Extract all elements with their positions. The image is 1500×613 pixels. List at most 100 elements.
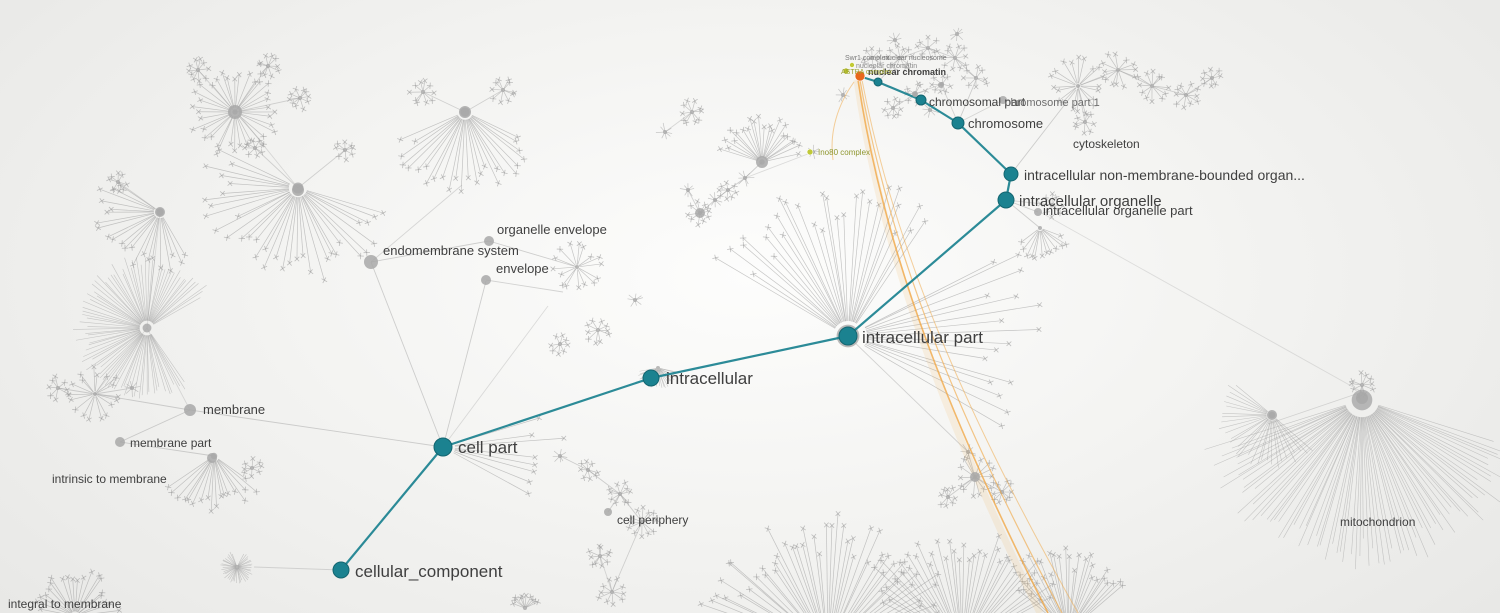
go-edge (899, 47, 929, 59)
go-term-label[interactable]: endomembrane system (383, 243, 519, 258)
go-hub-node[interactable] (695, 208, 705, 218)
go-term-label[interactable]: Swr1 complex (845, 55, 889, 62)
go-edge (239, 115, 299, 189)
go-edge (146, 211, 161, 329)
go-term-node[interactable] (1003, 166, 1019, 182)
go-term-label[interactable]: ASTRA complex (841, 69, 892, 76)
go-hub-node[interactable] (481, 275, 491, 285)
go-term-cluster (242, 137, 266, 159)
go-term-cluster (937, 484, 959, 509)
go-term-label[interactable]: mitochondrion (1340, 515, 1415, 529)
go-edge (974, 476, 1003, 493)
go-term-label[interactable]: intracellular organelle part (1043, 203, 1193, 218)
go-term-label[interactable]: intracellular non-membrane-bounded organ… (1024, 167, 1305, 183)
go-term-cluster (94, 182, 189, 274)
go-term-cluster (860, 46, 884, 71)
go-term-node[interactable] (642, 369, 660, 387)
go-hub-node[interactable] (484, 236, 494, 246)
go-edge (485, 279, 564, 293)
go-edge (254, 147, 299, 189)
go-term-label[interactable]: cell part (458, 438, 518, 457)
go-hub-node[interactable] (970, 472, 980, 482)
go-term-node[interactable] (433, 437, 453, 457)
go-term-label[interactable]: chromosome (968, 116, 1043, 131)
go-edge (1117, 69, 1153, 87)
go-edge (488, 240, 578, 268)
go-term-label[interactable]: cell periphery (617, 513, 688, 527)
highlight-association-curve (831, 81, 855, 161)
cluster-hub-dot (893, 38, 897, 42)
go-term-node[interactable] (332, 561, 350, 579)
go-hub-node[interactable] (756, 156, 768, 168)
go-term-cluster (684, 198, 712, 228)
go-term-cluster (627, 293, 643, 307)
cluster-hub-dot (955, 32, 959, 36)
go-term-label[interactable]: chromosome part 1 (1005, 97, 1100, 109)
go-term-label[interactable]: intracellular (666, 369, 753, 388)
go-edge (611, 521, 643, 593)
go-term-node[interactable] (838, 326, 858, 346)
highlighted-go-term-node[interactable] (806, 148, 814, 156)
go-term-cluster (489, 76, 518, 106)
go-hub-node[interactable] (938, 82, 944, 88)
go-hub-node[interactable] (1267, 410, 1277, 420)
go-hub-node[interactable] (459, 106, 471, 118)
go-term-label[interactable]: membrane part (130, 436, 212, 450)
go-term-label[interactable]: nucleolar chromatin (856, 63, 917, 70)
go-term-node[interactable] (873, 77, 883, 87)
go-term-label[interactable]: intracellular organelle (1019, 193, 1162, 210)
go-hub-node[interactable] (292, 184, 304, 196)
go-hub-node[interactable] (604, 508, 612, 516)
cluster-hub-dot (116, 180, 120, 184)
selected-path-edge (649, 334, 850, 380)
go-edge (117, 181, 161, 213)
go-term-cluster (886, 32, 902, 48)
go-term-label[interactable]: organelle envelope (497, 222, 607, 237)
go-edge (189, 409, 444, 448)
go-hub-node[interactable] (207, 453, 217, 463)
go-term-node[interactable] (951, 116, 965, 130)
cluster-hub-dot (870, 56, 874, 60)
go-hub-node[interactable] (184, 404, 196, 416)
go-term-cluster (835, 87, 850, 103)
go-term-label[interactable]: nuclear chromatin (868, 67, 946, 77)
go-hub-node[interactable] (364, 255, 378, 269)
gray-edge-layer (57, 47, 1363, 593)
go-term-cluster (33, 568, 123, 613)
go-edge (957, 99, 1004, 124)
go-term-label[interactable]: nuclear nucleosome (884, 55, 947, 62)
go-term-node[interactable] (915, 94, 927, 106)
highlighted-go-term-node[interactable] (849, 62, 855, 68)
go-edge (619, 493, 643, 523)
go-term-label[interactable]: cytoskeleton (1073, 137, 1140, 151)
go-edge (94, 393, 191, 411)
go-hub-node[interactable] (1034, 208, 1042, 216)
cluster-hub-dot (690, 110, 694, 114)
go-hub-node[interactable] (1356, 392, 1368, 404)
go-edge (714, 189, 729, 201)
go-edge (957, 79, 977, 124)
go-hub-node[interactable] (228, 105, 242, 119)
go-hub-node[interactable] (912, 91, 918, 97)
go-term-node[interactable] (997, 191, 1015, 209)
go-term-cluster (679, 97, 705, 127)
go-term-label[interactable]: chromosomal part (929, 95, 1026, 109)
go-hub-node[interactable] (999, 96, 1007, 104)
go-edge (297, 149, 346, 189)
go-term-cluster (606, 479, 634, 507)
go-term-label[interactable]: intrinsic to membrane (52, 472, 167, 486)
go-term-label[interactable]: cellular_component (355, 562, 503, 581)
go-hub-node[interactable] (115, 437, 125, 447)
go-edge (947, 476, 976, 498)
highlighted-go-term-node[interactable] (842, 67, 850, 75)
go-term-label[interactable]: envelope (496, 261, 549, 276)
go-term-label[interactable]: membrane (203, 402, 265, 417)
go-hub-node[interactable] (155, 207, 165, 217)
go-term-label[interactable]: intracellular part (862, 328, 983, 347)
go-term-cluster (1204, 389, 1500, 570)
go-term-label[interactable]: Ino80 complex (818, 148, 870, 157)
highlighted-go-term-node[interactable] (854, 70, 866, 82)
go-term-cluster (550, 240, 605, 291)
go-term-label[interactable]: integral to membrane (8, 597, 122, 611)
